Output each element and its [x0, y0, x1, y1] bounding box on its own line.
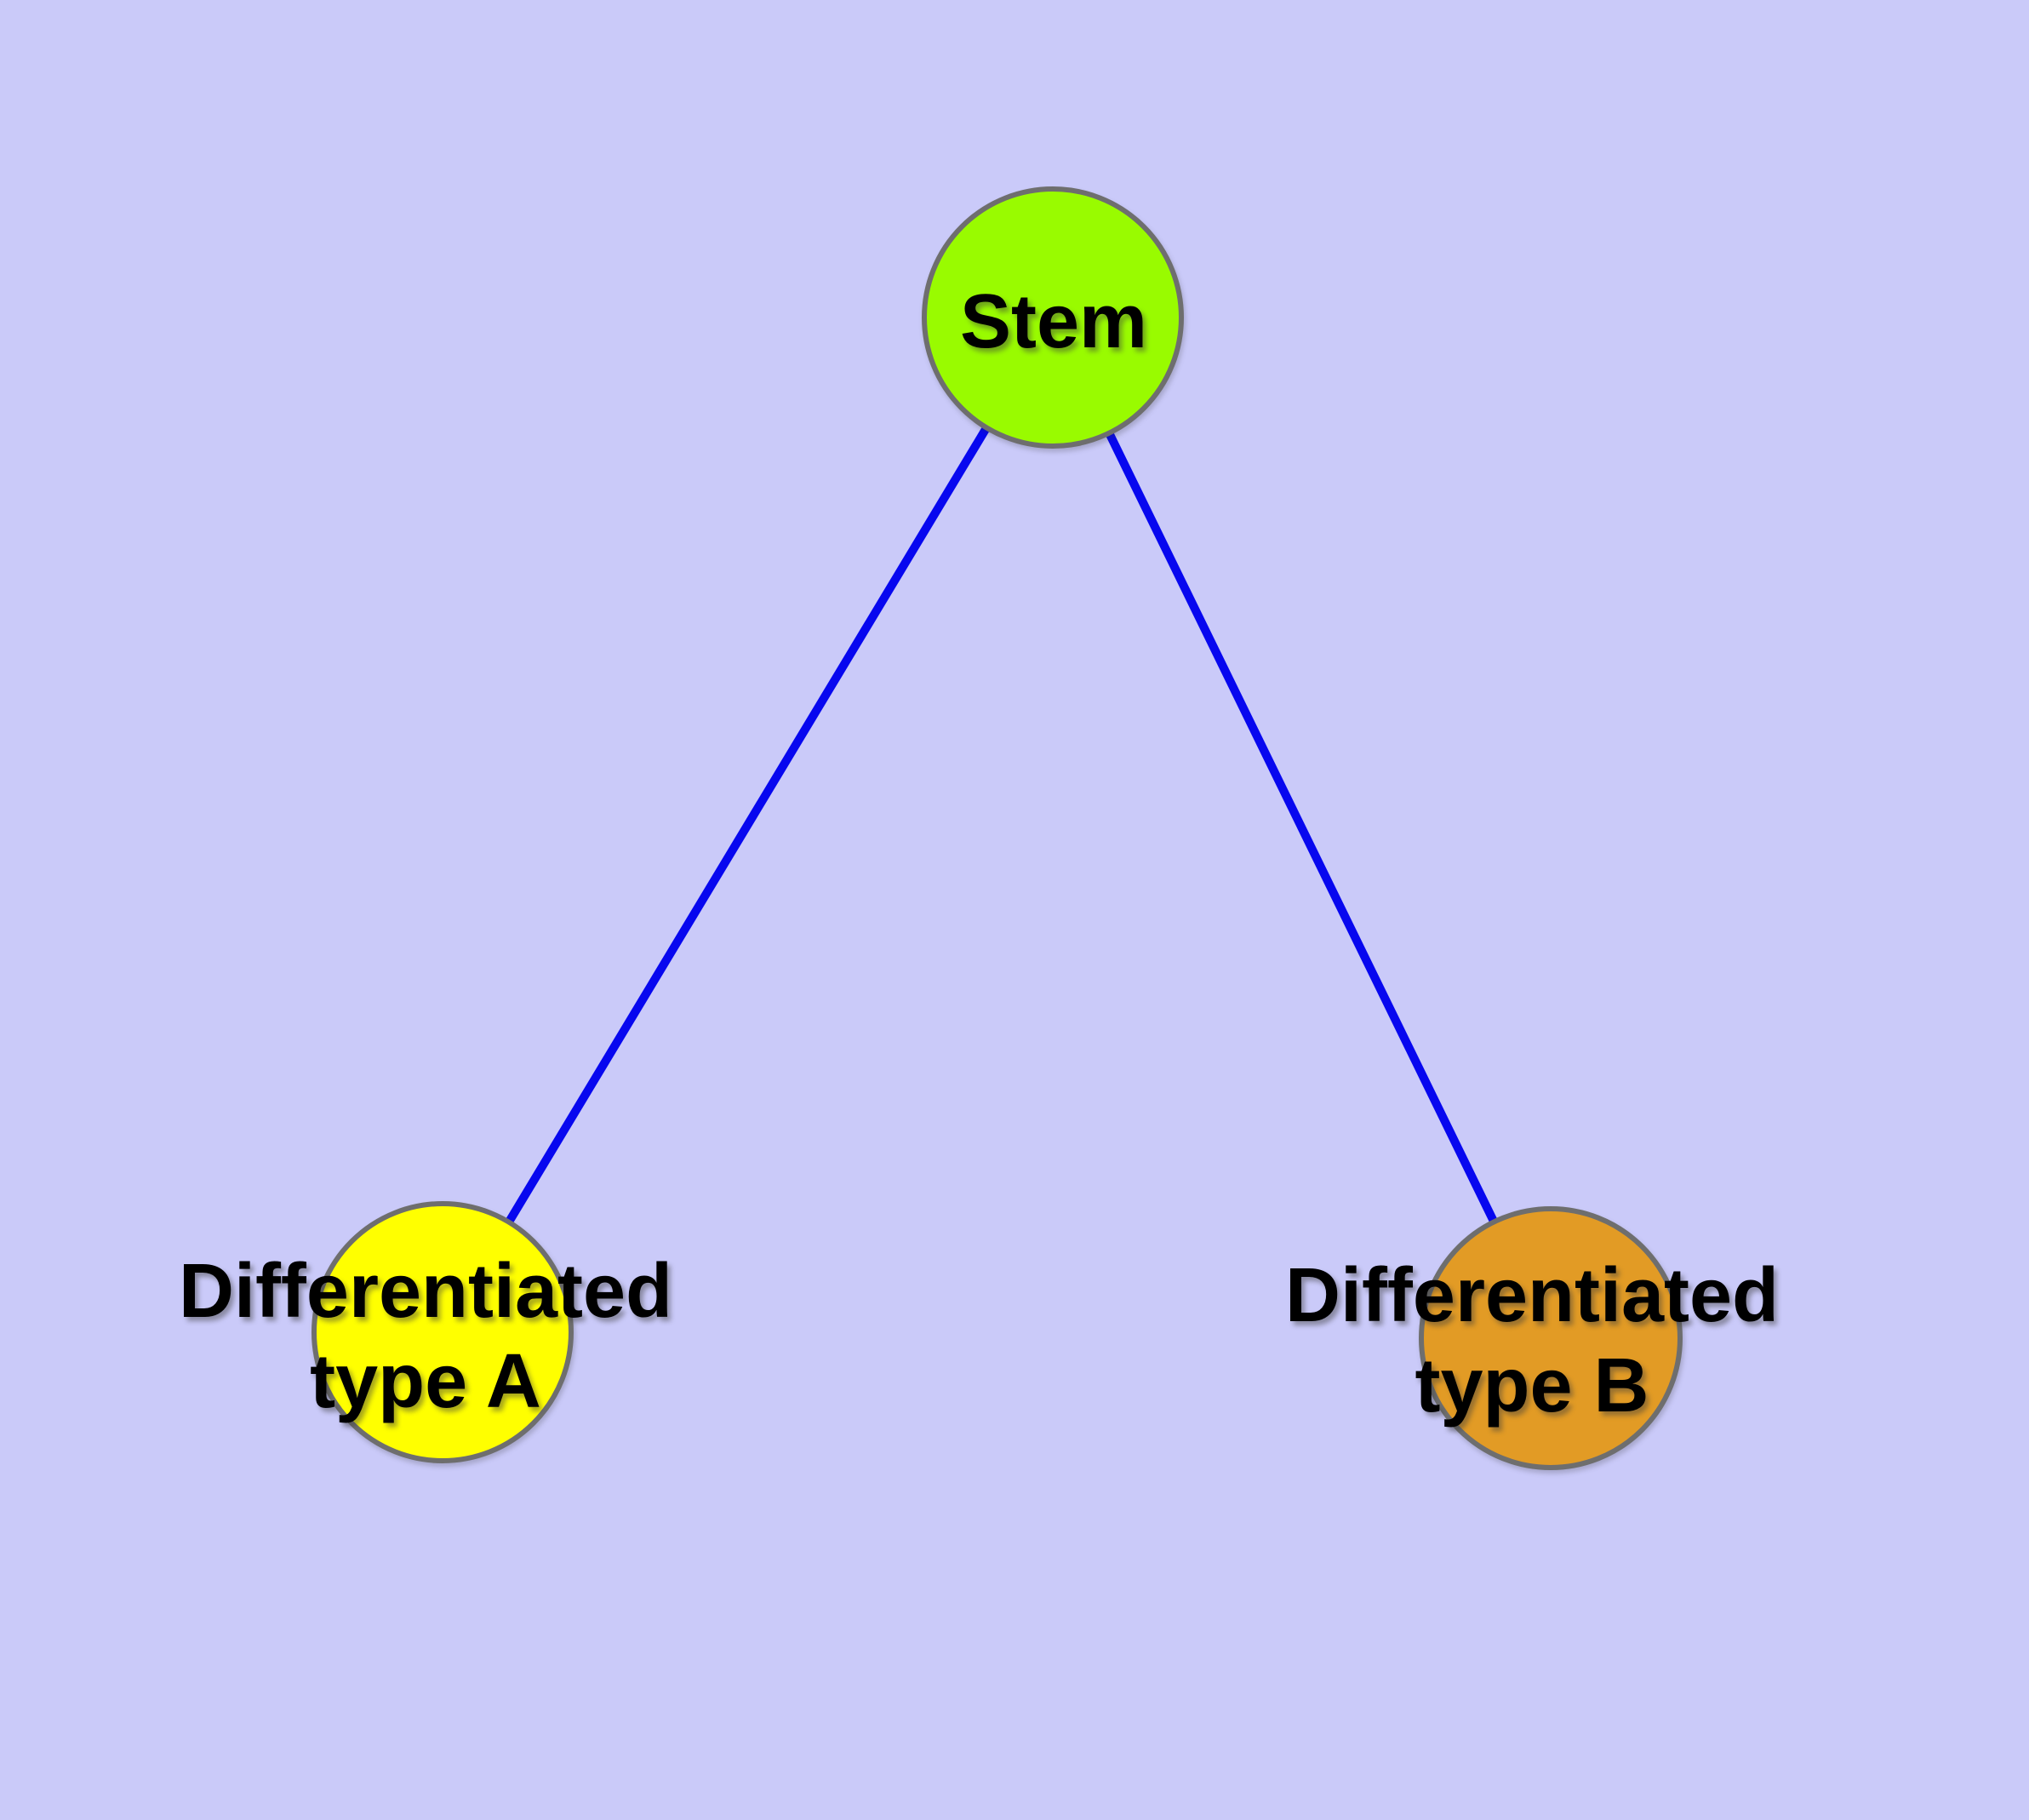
- edge-stem-to-differentiated-type-a: [438, 315, 1057, 1335]
- node-differentiated-type-a-label-line2: type A: [310, 1339, 541, 1424]
- node-differentiated-type-b-label-line2: type B: [1415, 1343, 1649, 1428]
- edge-stem-to-differentiated-type-b: [1049, 315, 1555, 1341]
- node-differentiated-type-b: [1419, 1206, 1683, 1470]
- node-stem: [922, 186, 1184, 449]
- node-differentiated-type-a: [311, 1201, 574, 1463]
- node-differentiated-type-a-label-line1: Differentiated: [179, 1249, 672, 1334]
- node-stem-label: Stem: [960, 279, 1147, 364]
- node-differentiated-type-b-label-line1: Differentiated: [1285, 1253, 1779, 1338]
